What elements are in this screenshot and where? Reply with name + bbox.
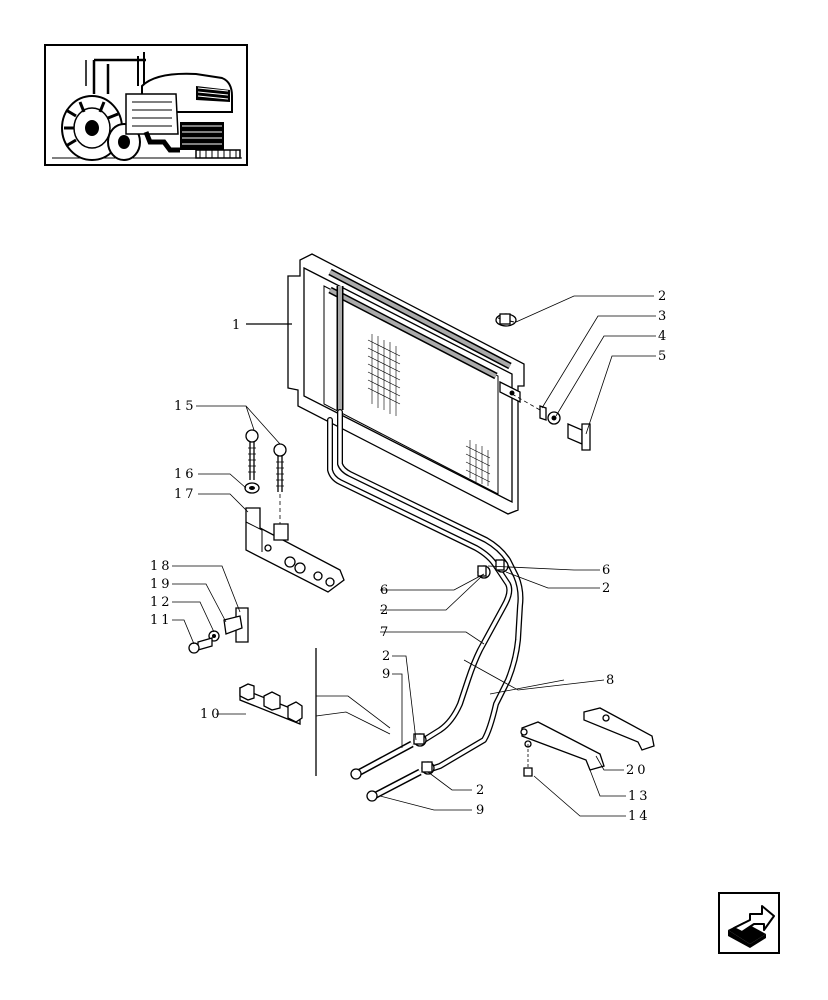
callout-14: 14 — [628, 809, 651, 824]
fixing-assembly-11-12-18-19 — [188, 607, 249, 654]
callout-4: 4 — [658, 329, 669, 344]
callout-13: 13 — [628, 789, 651, 804]
callout-2-bottom: 2 — [476, 783, 487, 798]
oil-cooler-part-1 — [287, 253, 525, 515]
callout-10: 10 — [200, 707, 223, 722]
callout-19: 19 — [150, 577, 173, 592]
hoses-9 — [350, 740, 422, 802]
callout-15: 15 — [174, 399, 197, 414]
leader-lines — [172, 295, 656, 817]
tractor-thumbnail-icon — [52, 52, 242, 161]
clip-part-2 — [495, 313, 517, 327]
callout-9-bottom: 9 — [476, 803, 487, 818]
callout-labels: 1 2 3 4 5 15 16 17 6 2 6 2 7 18 19 12 11… — [150, 289, 669, 824]
callout-6-left: 6 — [380, 583, 391, 598]
callout-7: 7 — [380, 625, 391, 640]
callout-17: 17 — [174, 487, 197, 502]
callout-5: 5 — [658, 349, 669, 364]
callout-1: 1 — [232, 318, 243, 333]
tractor-thumbnail — [44, 44, 248, 166]
clamp-block-part-10 — [239, 683, 303, 725]
next-page-button[interactable] — [718, 892, 780, 954]
callout-20: 20 — [626, 763, 649, 778]
bolt-assembly-3-4-5 — [511, 393, 591, 451]
callout-16: 16 — [174, 467, 197, 482]
callout-6-right: 6 — [602, 563, 613, 578]
pipe-clamps — [413, 559, 509, 775]
bracket-assembly-15-16-17 — [244, 429, 345, 593]
callout-8: 8 — [606, 673, 617, 688]
brackets-13-14-20 — [520, 707, 655, 777]
callout-2-top: 2 — [658, 289, 669, 304]
next-page-arrow-icon — [728, 905, 775, 948]
callout-11: 11 — [150, 613, 173, 628]
oil-pipes-7-8 — [327, 409, 524, 773]
callout-2-right: 2 — [602, 581, 613, 596]
callout-2-mid: 2 — [382, 649, 393, 664]
callout-18: 18 — [150, 559, 173, 574]
callout-12: 12 — [150, 595, 173, 610]
callout-2-left: 2 — [380, 603, 391, 618]
callout-9-mid: 9 — [382, 667, 393, 682]
callout-3: 3 — [658, 309, 669, 324]
